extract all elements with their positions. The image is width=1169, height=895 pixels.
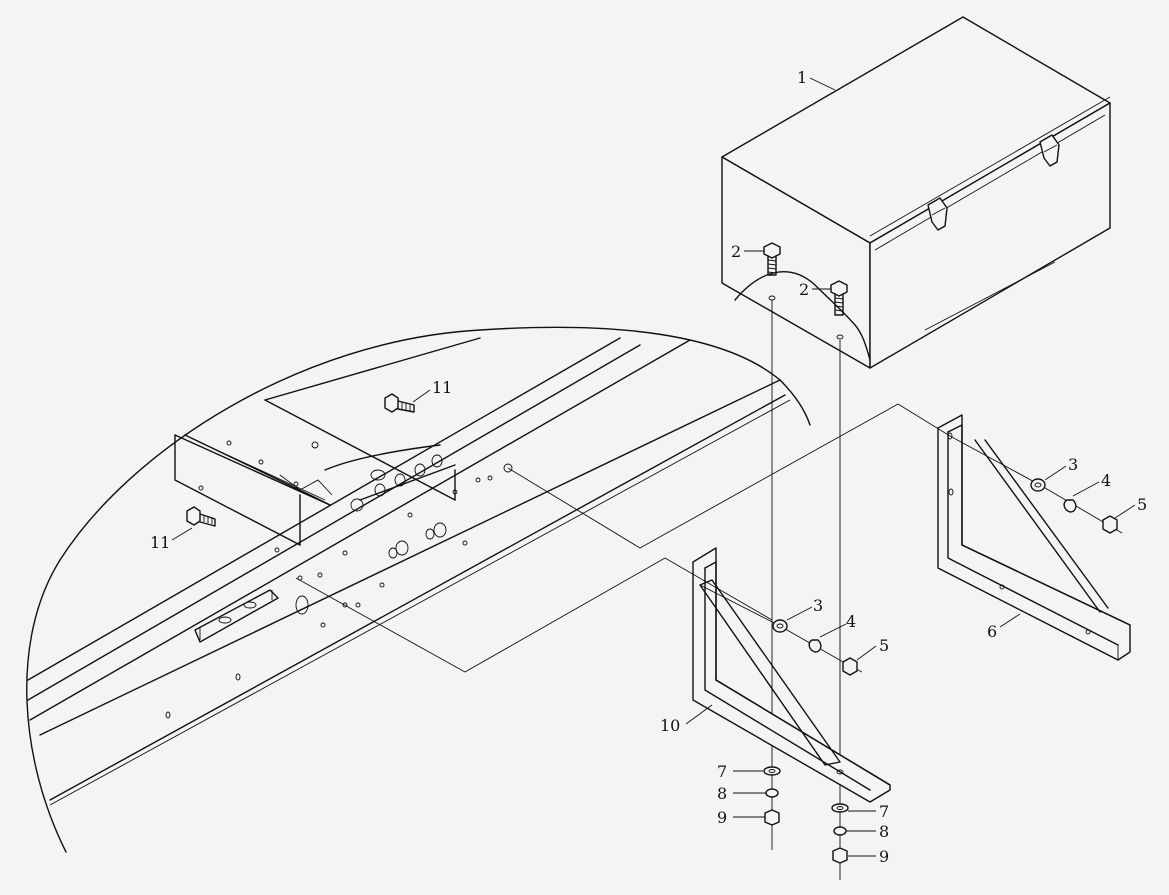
spring-washer-4-middle [808, 639, 822, 653]
spring-washer-4-right [1063, 499, 1077, 513]
hex-nut-5-right [1102, 515, 1118, 534]
callout-1: 1 [797, 68, 807, 87]
callout-7b: 7 [879, 802, 889, 821]
callout-8a: 8 [717, 784, 727, 803]
callout-11b: 11 [150, 533, 170, 552]
callout-9b: 9 [879, 847, 889, 866]
callout-6: 6 [987, 622, 997, 641]
bracket-10 [692, 547, 891, 803]
hex-nut-5-middle [842, 657, 858, 676]
callout-7a: 7 [717, 762, 727, 781]
hex-nut-9-left [764, 809, 780, 826]
assembly-line-1 [295, 557, 773, 673]
flat-washer-7-left [763, 766, 781, 776]
callout-4a: 4 [1101, 471, 1111, 490]
frame-rail [26, 326, 811, 853]
callout-8b: 8 [879, 822, 889, 841]
callout-11a: 11 [432, 378, 452, 397]
hex-bolt-2-right [830, 280, 848, 316]
callout-10: 10 [660, 716, 680, 735]
callout-5a: 5 [1137, 495, 1147, 514]
bracket-6 [937, 414, 1131, 661]
callout-2b: 2 [799, 280, 809, 299]
frame-bolt-11-lower [186, 506, 216, 527]
callout-3b: 3 [813, 596, 823, 615]
hex-bolt-2-left [763, 242, 781, 276]
tool-box [721, 16, 1111, 369]
callout-3a: 3 [1068, 455, 1078, 474]
spring-washer-8-left [765, 788, 779, 798]
flat-washer-3-middle [772, 619, 788, 633]
spring-washer-8-right [833, 826, 847, 836]
callout-4b: 4 [846, 612, 856, 631]
callout-9a: 9 [717, 808, 727, 827]
callout-2a: 2 [731, 242, 741, 261]
assembly-line-2 [507, 403, 1123, 549]
flat-washer-3-right [1030, 478, 1046, 492]
hex-nut-9-right [832, 847, 848, 864]
flat-washer-7-right [831, 803, 849, 813]
frame-bolt-11-upper [384, 393, 415, 413]
leader-lines [171, 77, 1136, 857]
callout-5b: 5 [879, 636, 889, 655]
